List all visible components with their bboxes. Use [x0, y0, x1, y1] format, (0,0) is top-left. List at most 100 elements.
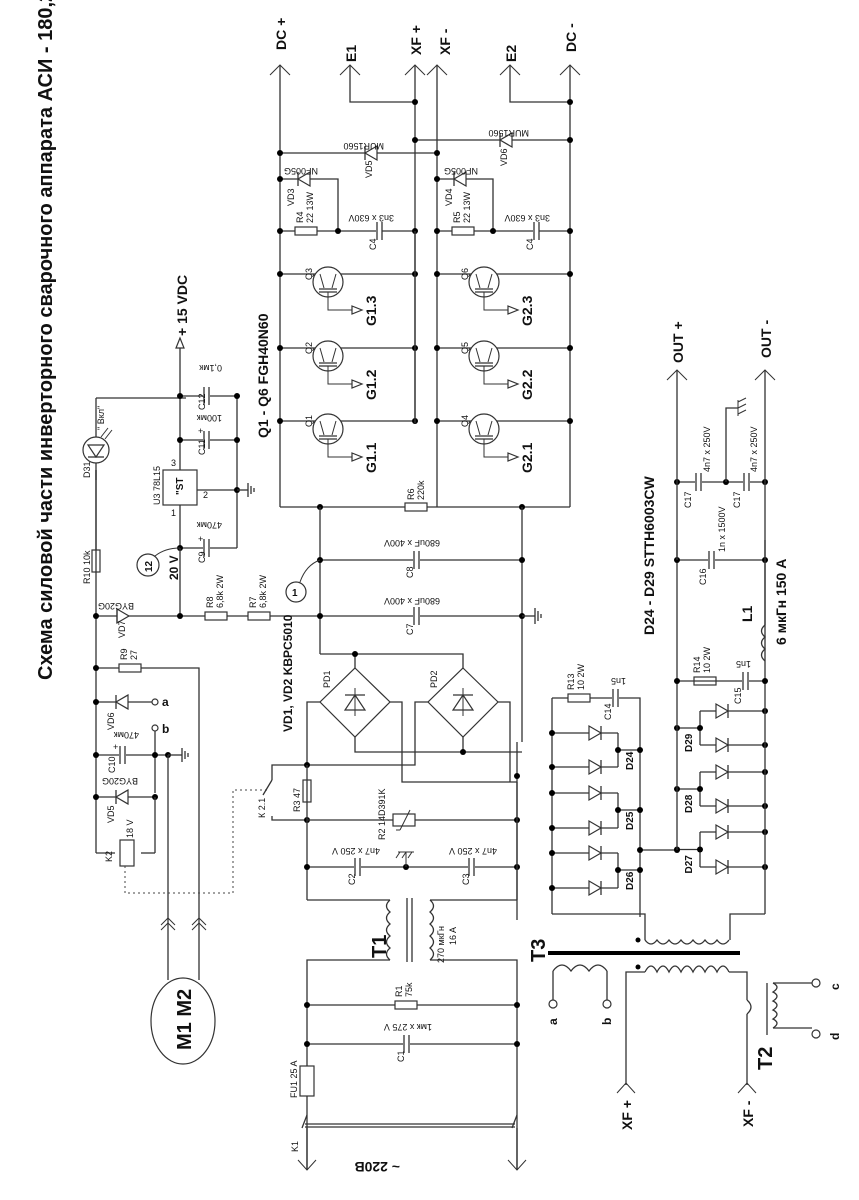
rectifier-diode: [588, 724, 603, 742]
vd6-top-ref: VD6: [499, 148, 509, 166]
capacitor-c4b: [533, 222, 540, 240]
c11-ref: C11: [197, 439, 207, 455]
r2-label: R2 14D391K: [377, 788, 387, 840]
igbt-group-label: Q1 - Q6 FGH40N60: [255, 313, 271, 438]
c4b-value: 3n3 x 630V: [504, 213, 550, 223]
c12-ref: C12: [197, 393, 207, 410]
terminal-xf-minus-bottom: XF -: [740, 1100, 756, 1127]
choke-t1-winding-a: [385, 899, 391, 961]
r14-value: 10 2W: [702, 646, 712, 673]
node-12-label: 12: [144, 560, 155, 572]
capacitor-c10: [119, 746, 126, 764]
diode-label: D26: [625, 871, 636, 890]
gate-label: G1.2: [363, 369, 379, 400]
terminal-e1: E1: [343, 45, 359, 62]
inductor-l1: [760, 624, 766, 662]
chassis-ground-icon-out: [737, 397, 747, 416]
c10-plus: +: [113, 742, 118, 752]
vd5-aux-ref: VD5: [106, 805, 116, 823]
capacitor-c14: [612, 689, 619, 707]
c12-value: 0,1мк: [199, 363, 222, 373]
c15-value: 1n5: [736, 659, 751, 669]
capacitor-c16: [708, 551, 715, 569]
terminal-xf-minus: XF -: [437, 28, 453, 55]
mains-label: ~ 220В: [354, 1159, 400, 1175]
c4a-value: 3n3 x 630V: [348, 213, 394, 223]
diode-label: D28: [684, 794, 695, 813]
k2-value: 18 V: [125, 819, 135, 838]
rectifier-diode: [588, 844, 603, 862]
u3-pin-1: 1: [171, 508, 176, 518]
vd6-top-value: MUR1560: [488, 128, 529, 138]
capacitor-c11: [203, 431, 210, 449]
pd2-ref: PD2: [429, 670, 439, 688]
gate-label: G1.3: [363, 295, 379, 326]
terminal-out-plus: OUT +: [670, 321, 686, 363]
r9-ref: R9: [119, 648, 129, 660]
diode-vd3: [296, 170, 311, 188]
l1-ref: L1: [739, 605, 755, 622]
r4-ref: R4: [295, 211, 305, 223]
rectifier-diode: [715, 797, 730, 815]
terminal-dc-minus: DC -: [563, 23, 579, 52]
diode-vd6-aux: [114, 693, 129, 711]
igbt-transistor: [468, 266, 520, 315]
gate-label: G2.2: [519, 369, 535, 400]
r8-ref: R8: [205, 596, 215, 608]
mains-input-section: К 2.1 R3 47 R2 14D391K 4n7 x 250 V C2 4n…: [257, 762, 527, 1175]
r7-ref: R7: [248, 596, 258, 608]
diode-group-label: D24 - D29 STTH6003CW: [641, 475, 657, 635]
c11-value: 100мк: [197, 413, 222, 423]
terminal-c: c: [828, 983, 842, 990]
vd7-ref: VD7: [117, 620, 127, 638]
out-minus-arrow-icon: [754, 369, 776, 381]
rectifier-diode: [588, 784, 603, 802]
rectifier-diode: [715, 736, 730, 754]
r10-label: R10 10k: [82, 550, 92, 584]
gate-label: G2.1: [519, 442, 535, 473]
c1-ref: C1: [396, 1050, 406, 1062]
fan-motor-m1-m2: [150, 977, 216, 1065]
diode-label: D29: [684, 733, 695, 752]
capacitor-c2: [354, 858, 361, 876]
transformer-section: T3 a b XF + XF - c d T2: [528, 937, 842, 1130]
capacitor-c4a: [376, 222, 383, 240]
diode-label: D27: [684, 855, 695, 874]
t1-value: 270 мкГн: [436, 926, 446, 963]
igbt-transistor: [312, 340, 364, 389]
r6-ref: R6: [406, 488, 416, 500]
c17b-ref: C17: [732, 491, 742, 508]
rectifier-diode: [588, 879, 603, 897]
diode-vd5-aux: [114, 788, 129, 806]
capacitor-c7: [413, 607, 420, 625]
inductor-label: 6 мкГн 150 А: [773, 559, 789, 645]
relay-coil-k2: [119, 839, 135, 867]
mains-arrow-icon: [297, 1159, 317, 1171]
terminal-dc-plus: DC +: [273, 18, 289, 50]
bridge-group-label: VD1, VD2 KBPC5010: [281, 614, 295, 732]
u3-body: "ST: [175, 477, 186, 495]
resistor-r6: [404, 502, 428, 512]
k21-ref: К 2.1: [257, 798, 267, 818]
r8-value: 6,8k 2W: [215, 574, 225, 608]
rectifier-diode: [715, 702, 730, 720]
r1-value: 75k: [404, 982, 414, 997]
capacitor-c15: [742, 672, 749, 690]
c16-value: 1n x 1500V: [717, 506, 727, 552]
r13-value: 10 2W: [576, 663, 586, 690]
vdc15-label: + 15 VDC: [174, 275, 190, 336]
igbt-transistor: [468, 340, 520, 389]
vd6-aux-ref: VD6: [106, 712, 116, 730]
vdc15-arrow-icon: [175, 336, 185, 349]
fuse-fu1: [299, 1065, 315, 1097]
c14-ref: C14: [603, 703, 613, 720]
c8-ref: C8: [405, 566, 415, 578]
c16-ref: C16: [698, 568, 708, 585]
xf-minus-bottom-arrow-icon: [737, 1082, 757, 1094]
diode-vd4: [452, 170, 467, 188]
c3-ref: C3: [461, 873, 471, 885]
c8-value: 680uF x 400V: [384, 538, 440, 548]
r5-ref: R5: [452, 211, 462, 223]
r3-label: R3 47: [292, 788, 302, 812]
